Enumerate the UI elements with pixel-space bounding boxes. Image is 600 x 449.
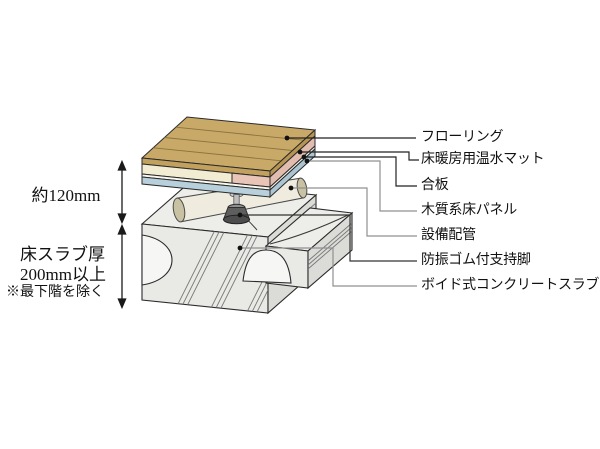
leader-wood-panel <box>307 160 417 212</box>
void-cutout-left <box>141 234 173 286</box>
label-upper-dimension: 約120mm <box>31 186 101 205</box>
label-footnote: ※最下階を除く <box>6 285 104 300</box>
wood-panel-side <box>269 147 316 199</box>
label-plywood: 合板 <box>421 178 449 193</box>
label-wood-panel: 木質系床パネル <box>421 203 517 218</box>
dimension-arrow-upper <box>117 159 127 225</box>
label-piping: 設備配管 <box>421 228 476 243</box>
leader-plywood <box>304 156 417 187</box>
label-slab-thickness-line2: 200mm以上 <box>20 265 106 284</box>
dot-support-leg <box>237 212 243 218</box>
leader-lines <box>240 137 419 287</box>
dimension-arrow-lower <box>117 223 127 310</box>
callout-dots <box>237 135 310 251</box>
flooring-plank-lines <box>153 126 304 162</box>
floor-panel <box>140 116 317 199</box>
leader-support-leg <box>240 214 417 262</box>
label-flooring: フローリング <box>421 130 504 145</box>
leader-piping <box>291 187 417 237</box>
dot-void-slab <box>237 245 243 251</box>
dot-plywood <box>301 154 307 160</box>
dot-heating-mat <box>297 149 303 155</box>
label-support-leg: 防振ゴム付支持脚 <box>421 253 531 268</box>
step-top-break-curve <box>269 214 349 245</box>
dot-flooring <box>284 135 290 141</box>
rubber-foot-base <box>223 214 250 225</box>
dot-piping <box>288 185 294 191</box>
dimension-arrows <box>117 159 127 310</box>
label-slab-thickness-line1: 床スラブ厚 <box>20 245 105 264</box>
leader-void-slab <box>240 247 417 287</box>
void-cutout-dome <box>242 249 292 284</box>
label-heating-mat: 床暖房用温水マット <box>421 152 545 167</box>
label-void-slab: ボイド式コンクリートスラブ <box>421 278 600 293</box>
step-side-hatching <box>308 222 352 270</box>
pipe-end-left <box>172 197 186 223</box>
leader-heating-mat <box>300 151 419 161</box>
dot-wood-panel <box>304 158 310 164</box>
